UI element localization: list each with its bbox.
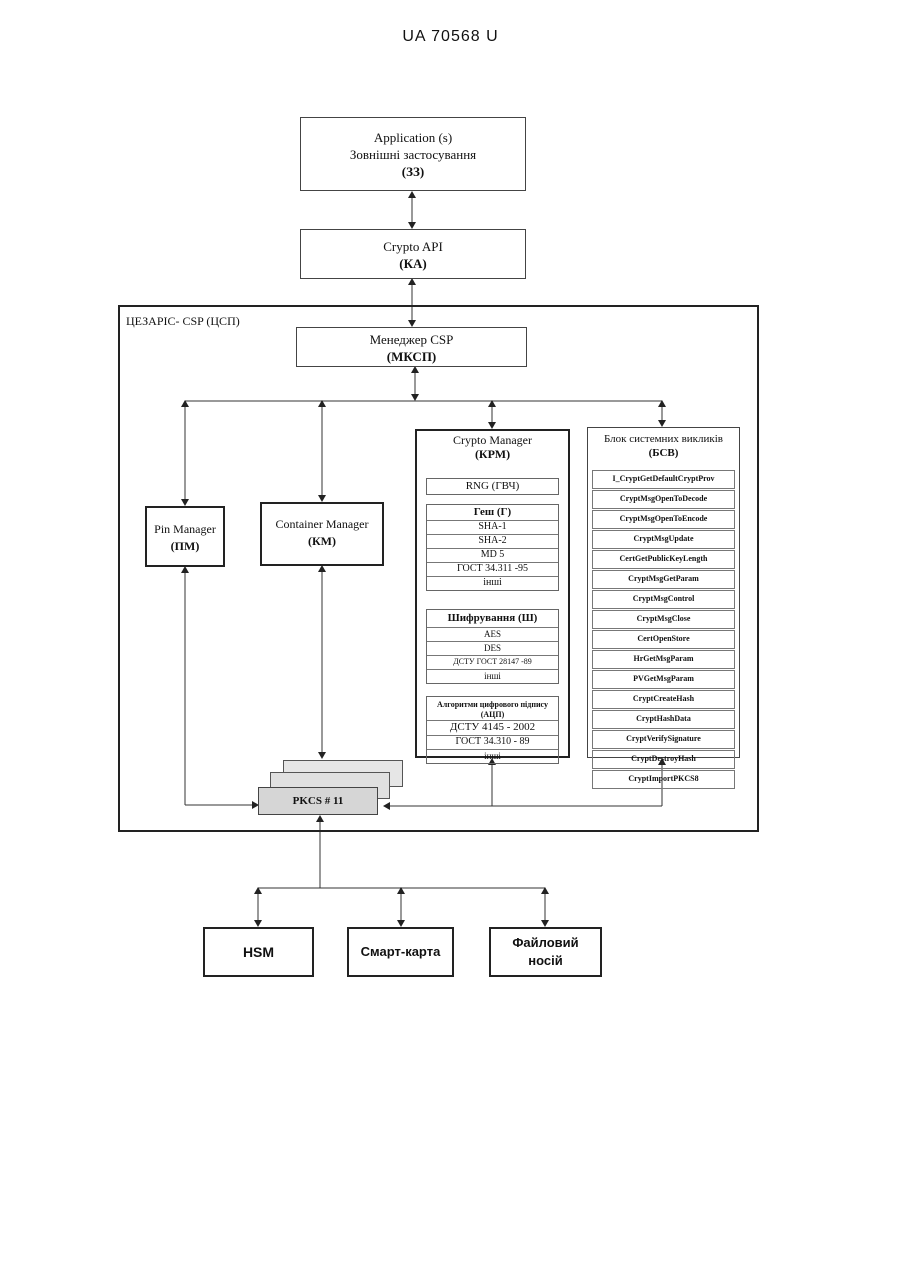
syscall-item: CryptHashData [592,710,735,729]
syscall-item: CryptMsgGetParam [592,570,735,589]
file-storage-label-2: носій [491,952,600,970]
container-manager-abbr: (КМ) [262,533,382,550]
csp-manager-box: Менеджер CSP (МКСП) [296,327,527,367]
hash-item: SHA-1 [427,521,558,535]
crypto-manager-abbr: (КРМ) [426,447,559,461]
hash-item: інші [427,577,558,590]
hash-group: Геш (Г) SHA-1 SHA-2 MD 5 ГОСТ 34.311 -95… [426,504,559,591]
syscall-item: CryptVerifySignature [592,730,735,749]
csp-manager-label: Менеджер CSP [297,331,526,348]
crypto-manager-title: Crypto Manager [426,433,559,447]
syscall-item: CryptMsgOpenToDecode [592,490,735,509]
syscall-item: HrGetMsgParam [592,650,735,669]
encryption-group: Шифрування (Ш) AES DES ДСТУ ГОСТ 28147 -… [426,609,559,684]
syscall-item: CryptCreateHash [592,690,735,709]
syscall-item: I_CryptGetDefaultCryptProv [592,470,735,489]
hash-item: MD 5 [427,549,558,563]
crypto-api-label: Crypto API [301,238,525,255]
syscall-item: CertGetPublicKeyLength [592,550,735,569]
csp-manager-abbr: (МКСП) [297,348,526,365]
container-manager-box: Container Manager (КМ) [260,502,384,566]
file-storage-label: Файловий [491,934,600,952]
encryption-item: інші [427,670,558,683]
hash-item: ГОСТ 34.311 -95 [427,563,558,577]
syscalls-abbr: (БСВ) [592,446,735,460]
syscall-item: CertOpenStore [592,630,735,649]
signature-abbr: (АЦП) [427,710,558,721]
file-storage-box: Файловий носій [489,927,602,977]
encryption-title: Шифрування (Ш) [427,610,558,628]
crypto-manager-box: Crypto Manager (КРМ) RNG (ГВЧ) Геш (Г) S… [415,429,570,758]
syscall-list: I_CryptGetDefaultCryptProvCryptMsgOpenTo… [592,470,735,789]
encryption-item: DES [427,642,558,656]
syscall-item: PVGetMsgParam [592,670,735,689]
syscall-item: CryptMsgClose [592,610,735,629]
crypto-api-abbr: (КА) [301,255,525,272]
signature-item: ГОСТ 34.310 - 89 [427,736,558,750]
hsm-box: HSM [203,927,314,977]
encryption-item: ДСТУ ГОСТ 28147 -89 [427,656,558,670]
applications-label: Application (s) [301,129,525,146]
syscall-item: CryptDestroyHash [592,750,735,769]
syscall-item: CryptImportPKCS8 [592,770,735,789]
pin-manager-label: Pin Manager [147,521,223,538]
rng-box: RNG (ГВЧ) [426,478,559,495]
applications-abbr: (ЗЗ) [301,163,525,180]
pin-manager-abbr: (ПМ) [147,538,223,555]
syscall-item: CryptMsgOpenToEncode [592,510,735,529]
signature-item: ДСТУ 4145 - 2002 [427,721,558,736]
signature-title: Алгоритми цифрового підпису [427,699,558,710]
signature-item: інші [427,750,558,763]
syscalls-box: Блок системних викликів (БСВ) I_CryptGet… [587,427,740,758]
syscall-item: CryptMsgUpdate [592,530,735,549]
crypto-api-box: Crypto API (КА) [300,229,526,279]
pkcs11-box: PKCS # 11 [258,787,378,815]
hash-item: SHA-2 [427,535,558,549]
container-manager-label: Container Manager [262,516,382,533]
csp-title: ЦЕЗАРІС- CSP (ЦСП) [126,313,240,330]
syscall-item: CryptMsgControl [592,590,735,609]
signature-group: Алгоритми цифрового підпису (АЦП) ДСТУ 4… [426,696,559,764]
syscalls-title: Блок системних викликів [592,432,735,446]
pin-manager-box: Pin Manager (ПМ) [145,506,225,567]
applications-box: Application (s) Зовнішні застосування (З… [300,117,526,191]
hash-title: Геш (Г) [427,505,558,521]
smartcard-box: Смарт-карта [347,927,454,977]
applications-label-ua: Зовнішні застосування [301,146,525,163]
encryption-item: AES [427,628,558,642]
